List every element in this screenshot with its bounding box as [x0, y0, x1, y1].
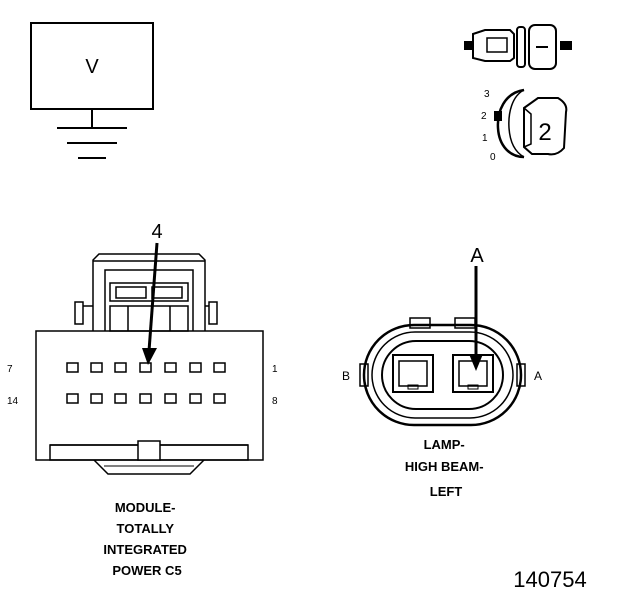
test-lead-connector-icon: [464, 24, 572, 70]
voltmeter-symbol: V: [85, 56, 99, 78]
lamp-callout-arrow: [469, 266, 483, 371]
key-icon: [496, 88, 568, 159]
module-connector: 7 1 14 8 4 MODULE- TOTALLY INTEGRATED PO…: [7, 221, 278, 578]
key-position-3: 3: [484, 89, 490, 100]
pin-number-bottom-left: 14: [7, 396, 19, 407]
lamp-callout-letter: A: [470, 245, 484, 267]
connector-latch: [74, 253, 218, 332]
lamp-connector-title: LAMP- HIGH BEAM- LEFT: [405, 437, 487, 499]
key-position-2: 2: [481, 111, 487, 122]
lamp-connector: B A A LAMP- HIGH BEAM- LEFT: [342, 245, 542, 499]
key-selected-position: 2: [538, 119, 551, 146]
module-connector-title: MODULE- TOTALLY INTEGRATED POWER C5: [103, 500, 190, 578]
pin-number-bottom-right: 8: [272, 396, 278, 407]
figure-number: 140754: [513, 567, 586, 592]
pin-cavities: [66, 362, 226, 404]
module-callout-number: 4: [151, 221, 162, 243]
lamp-terminal-b-label: B: [342, 369, 350, 383]
ignition-switch: 3 2 1 0 2: [481, 88, 568, 163]
voltmeter: V: [30, 22, 154, 159]
ground-icon: [57, 127, 127, 159]
key-position-1: 1: [482, 133, 488, 144]
lamp-terminal-a-label: A: [534, 369, 542, 383]
pin-number-top-right: 1: [272, 364, 278, 375]
module-callout-arrow: [142, 242, 159, 365]
pin-number-top-left: 7: [7, 364, 13, 375]
terminal-b-cavity: [392, 354, 434, 393]
key-position-0: 0: [490, 152, 496, 163]
